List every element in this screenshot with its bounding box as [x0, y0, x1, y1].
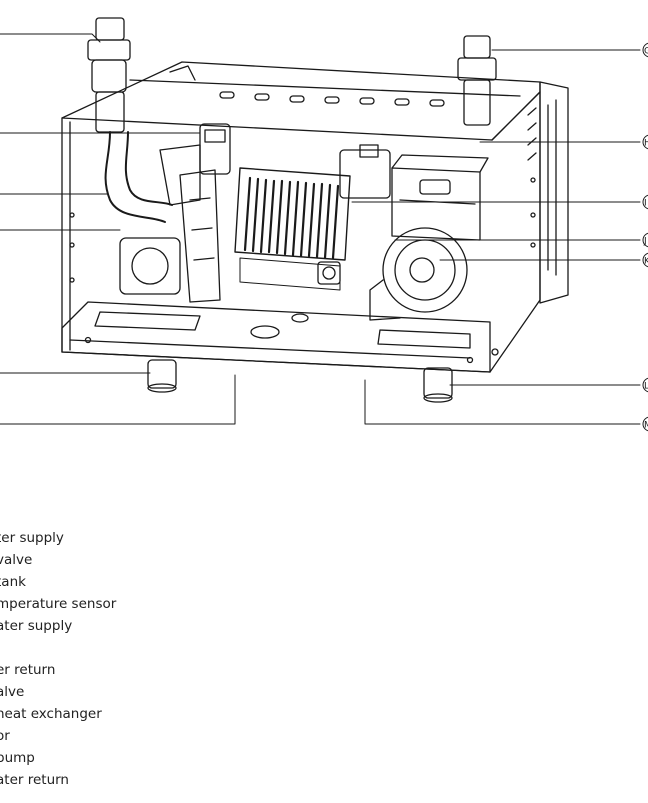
- legend-item: or: [0, 728, 10, 744]
- callout-m: M: [642, 416, 648, 432]
- callout-m-label: M: [644, 421, 648, 431]
- legend-item: mperature sensor: [0, 596, 117, 612]
- heat-exchanger: [234, 167, 351, 291]
- callout-i-label: I: [644, 199, 647, 209]
- diverter-valve: [119, 123, 231, 303]
- base-tray: [61, 301, 499, 373]
- callout-h-label: H: [644, 139, 648, 149]
- callout-j: J: [642, 232, 648, 248]
- callout-k-label: K: [644, 257, 648, 267]
- top-right-pipe: [457, 35, 497, 126]
- callout-g-label: G: [644, 47, 648, 57]
- legend-item: [0, 637, 116, 659]
- right-leader-lines: [351, 49, 641, 425]
- legend-item: ater return: [0, 772, 69, 788]
- legend-item: er return: [0, 662, 56, 678]
- callout-j-label: J: [643, 237, 647, 247]
- boiler-diagram: G H I J K L M: [0, 17, 648, 432]
- parts-legend: ter supply valve tank mperature sensor a…: [0, 527, 116, 791]
- legend-item: ter supply: [0, 530, 64, 546]
- callout-markers: G H I J K L M: [642, 42, 648, 432]
- legend-item: valve: [0, 552, 33, 568]
- legend-item: tank: [0, 574, 26, 590]
- legend-item: heat exchanger: [0, 706, 102, 722]
- callout-l: L: [642, 377, 648, 393]
- callout-l-label: L: [644, 382, 648, 392]
- legend-item: ater supply: [0, 618, 73, 634]
- legend-item: alve: [0, 684, 25, 700]
- callout-k: K: [642, 252, 648, 268]
- left-leader-lines: [0, 33, 236, 425]
- circulation-pump: [317, 227, 468, 321]
- callout-g: G: [642, 42, 648, 58]
- callout-h: H: [642, 134, 648, 150]
- bottom-pipes: [147, 359, 453, 403]
- control-box: [339, 144, 489, 241]
- top-left-pipe: [87, 17, 173, 223]
- legend-item: pump: [0, 750, 35, 766]
- callout-i: I: [642, 194, 648, 210]
- boiler-casing: [61, 61, 569, 373]
